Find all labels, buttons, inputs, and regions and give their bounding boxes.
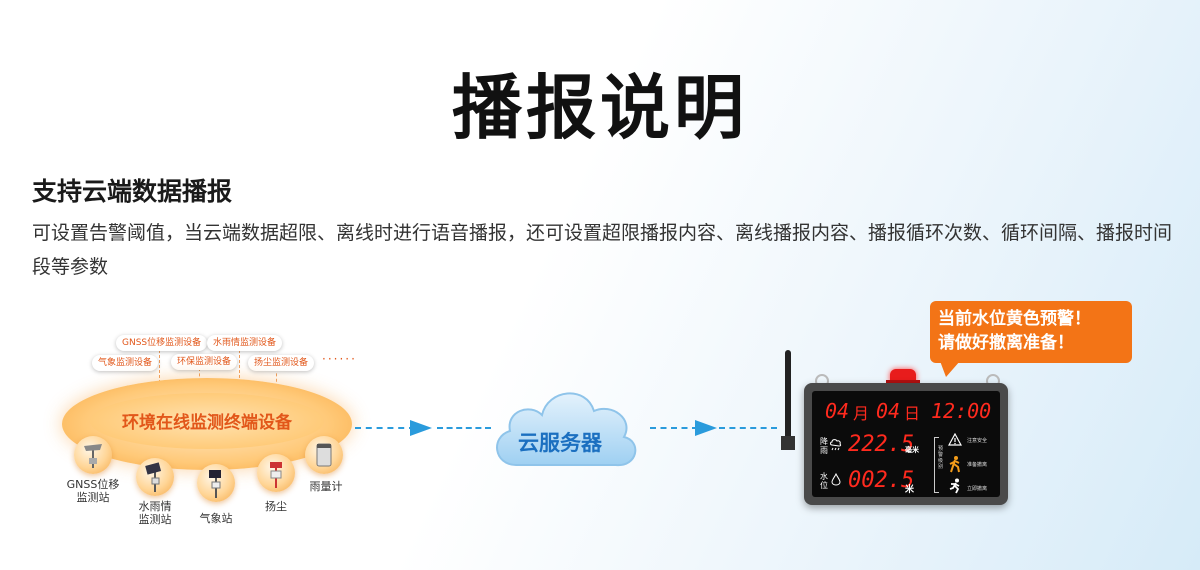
- solar-station-icon: [136, 458, 174, 496]
- alert-line-2: 请做好撤离准备！: [938, 333, 1074, 353]
- alert-line-1: 当前水位黄色预警！: [938, 309, 1091, 329]
- rain-gauge-icon: [305, 436, 343, 474]
- arrow-line-1: [355, 427, 415, 431]
- section-description: 可设置告警阈值，当云端数据超限、离线时进行语音播报，还可设置超限播报内容、离线播…: [32, 222, 1173, 278]
- page-title: 播报说明: [452, 67, 748, 149]
- alarm-light-icon: [890, 369, 916, 383]
- device-label-hydrology: 水雨情 监测站: [138, 500, 172, 526]
- tag-dust: 扬尘监测设备: [248, 355, 315, 371]
- rain-cloud-icon: [830, 439, 842, 451]
- arrow-head-1: [410, 420, 432, 436]
- rain-unit: 毫米: [905, 446, 919, 454]
- led-level-value: 002.5: [848, 468, 915, 493]
- led-day: 04: [876, 399, 901, 423]
- led-month-unit: 月: [853, 404, 870, 423]
- device-label-weather: 气象站: [199, 512, 233, 525]
- weather-station-icon: [197, 464, 235, 502]
- tag-hydrology: 水雨情监测设备: [207, 335, 283, 351]
- walking-person-icon: [949, 456, 960, 473]
- tag-environment: 环保监测设备: [171, 354, 238, 370]
- cloud-label: 云服务器: [518, 431, 602, 455]
- dust-monitor-icon: [257, 454, 295, 492]
- warning-bracket: [934, 437, 939, 493]
- level-unit: 米: [905, 485, 915, 495]
- warning-triangle-icon: [948, 433, 962, 446]
- antenna: [785, 350, 791, 442]
- led-month: 04: [825, 399, 850, 423]
- device-label-rain: 雨量计: [309, 480, 343, 493]
- device-label-dust: 扬尘: [265, 500, 287, 513]
- tag-connector: [159, 350, 160, 398]
- running-person-icon: [949, 478, 960, 494]
- status-evacuate: 立即撤离: [967, 486, 988, 492]
- level-label: 水位: [820, 472, 828, 490]
- alert-bubble: 当前水位黄色预警！ 请做好撤离准备！: [930, 301, 1132, 363]
- status-prepare: 准备撤离: [967, 462, 988, 468]
- led-time: 12:00: [931, 399, 992, 423]
- led-day-unit: 日: [904, 404, 921, 423]
- device-label-gnss: GNSS位移 监测站: [66, 478, 120, 504]
- more-dots: ······: [322, 352, 357, 366]
- terminal-ring-inner: [90, 393, 324, 449]
- tag-gnss: GNSS位移监测设备: [116, 335, 208, 351]
- antenna-station-icon: [74, 436, 112, 474]
- status-attention: 注意安全: [967, 438, 988, 444]
- rain-label: 降雨: [820, 437, 828, 455]
- antenna-base: [781, 436, 795, 450]
- section-subtitle: 支持云端数据播报: [32, 177, 233, 206]
- water-drop-icon: [831, 472, 841, 486]
- led-rain-value: 222.5: [848, 432, 915, 457]
- alert-bubble-tail: [940, 361, 960, 377]
- arrow-line-2: [650, 427, 698, 431]
- led-screen: [812, 391, 1000, 497]
- tag-weather: 气象监测设备: [92, 355, 159, 371]
- terminal-label: 环境在线监测终端设备: [122, 413, 292, 433]
- cloud-icon: [496, 392, 637, 467]
- tag-connector: [239, 350, 240, 398]
- arrow-line-2b: [719, 427, 777, 431]
- arrow-head-2: [695, 420, 717, 436]
- arrow-line-1b: [437, 427, 491, 431]
- warning-bracket-text: 预警级别: [938, 446, 944, 470]
